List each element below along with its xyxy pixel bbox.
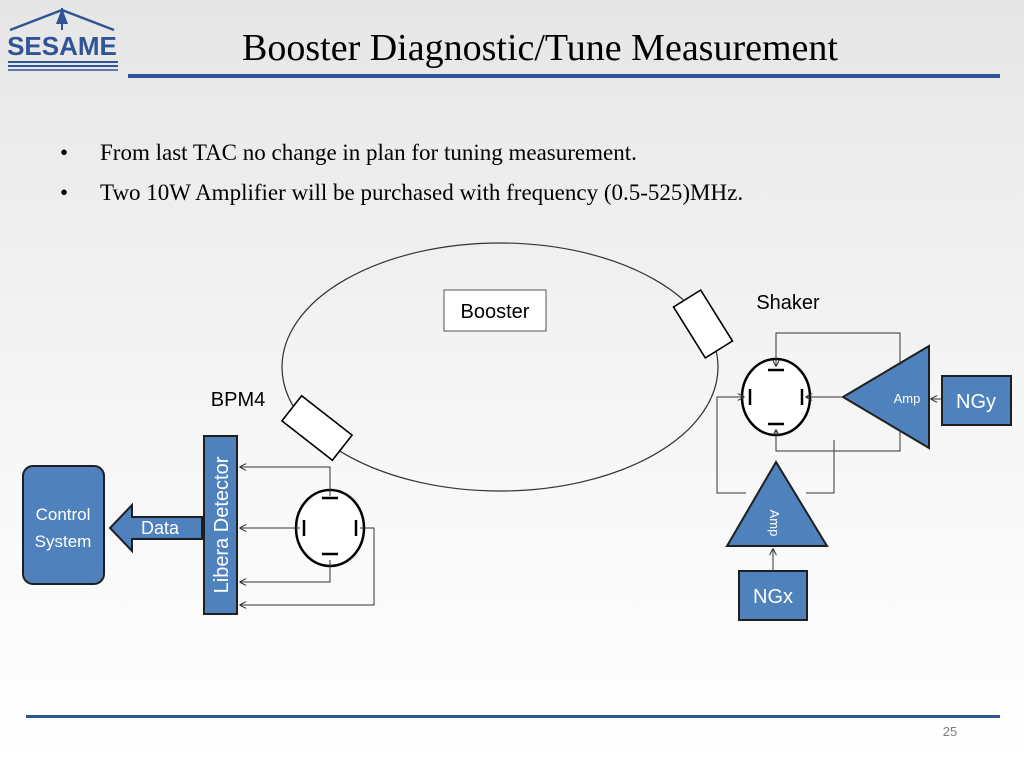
control-label-line1: Control	[36, 505, 91, 524]
amp-x: Amp	[725, 460, 829, 547]
bpm-pickup	[294, 488, 366, 568]
control-system-box: Control System	[22, 465, 105, 585]
amp-y: Amp	[841, 344, 930, 450]
ampy-cable-top	[776, 332, 901, 366]
control-label-line2: System	[35, 532, 92, 551]
booster-label-box: Booster	[443, 289, 547, 332]
ampx-cable-right	[806, 440, 835, 494]
bpm4-label: BPM4	[211, 389, 265, 411]
data-arrow: Data	[108, 502, 203, 554]
footer-rule	[26, 715, 1000, 718]
page-number: 25	[942, 724, 958, 739]
booster-label: Booster	[461, 301, 530, 323]
bpm-cable-bottom	[240, 560, 331, 582]
bpm-cable-right	[240, 527, 375, 605]
data-label: Data	[141, 518, 180, 538]
logo-text: SESAME	[7, 31, 117, 61]
libera-label: Libera Detector	[211, 456, 233, 593]
bullet-item: From last TAC no change in plan for tuni…	[60, 136, 743, 176]
sesame-logo: SESAME	[7, 8, 118, 71]
ampy-cable-bottom	[776, 430, 901, 452]
title-underline	[128, 74, 1000, 78]
ngy-box: NGy	[941, 375, 1012, 426]
libera-detector: Libera Detector	[203, 435, 238, 615]
shaker-element	[672, 288, 734, 360]
bpm4-element	[280, 394, 354, 462]
amp-x-label: Amp	[767, 510, 782, 537]
bullet-list: From last TAC no change in plan for tuni…	[60, 136, 743, 216]
bpm-cable-top	[240, 467, 331, 496]
shaker-electrodes	[740, 357, 812, 437]
shaker-label: Shaker	[756, 292, 820, 314]
ngx-label: NGx	[753, 586, 793, 608]
bullet-item: Two 10W Amplifier will be purchased with…	[60, 176, 743, 216]
ngy-label: NGy	[956, 391, 996, 413]
page-title: Booster Diagnostic/Tune Measurement	[242, 27, 838, 69]
ampx-cable-left	[716, 397, 746, 494]
ngx-box: NGx	[738, 570, 808, 621]
amp-y-label: Amp	[894, 391, 921, 406]
booster-ring	[281, 242, 719, 492]
